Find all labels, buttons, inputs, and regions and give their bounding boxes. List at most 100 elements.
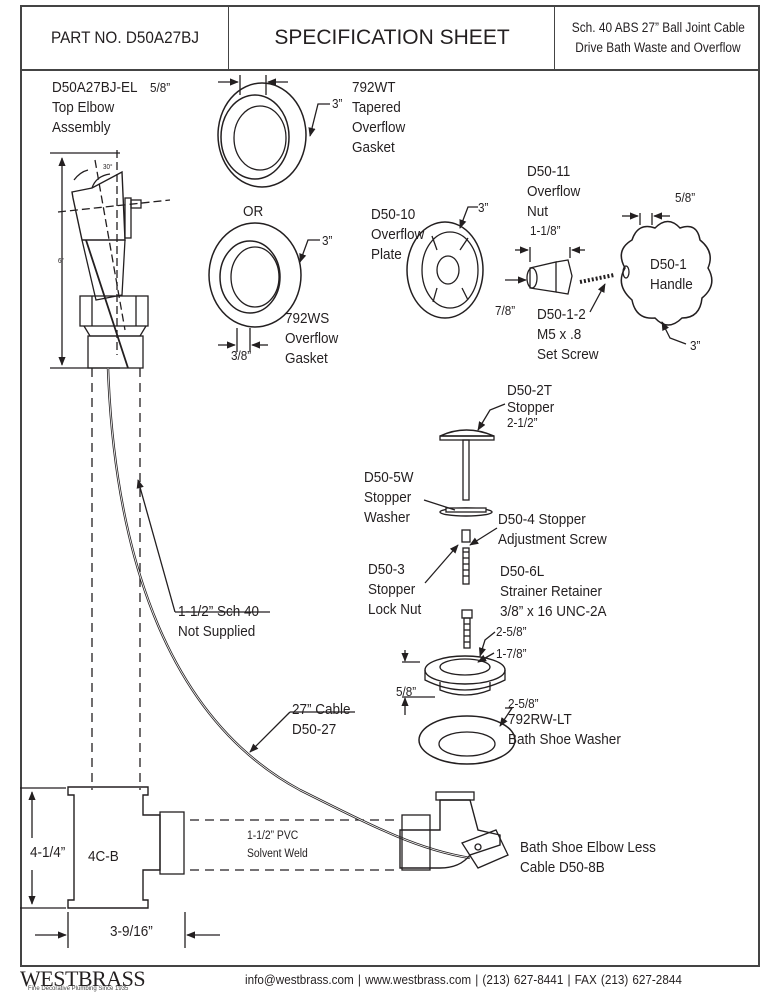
stopper-label: D50-2T Stopper [507, 382, 554, 416]
product-description: Sch. 40 ABS 27” Ball Joint Cable Drive B… [554, 7, 761, 69]
gasket-wt-line3: Gasket [352, 139, 395, 156]
gasket-wt-dia: 3” [332, 96, 343, 111]
nut-line1: Overflow [527, 183, 581, 200]
pipe-label: 1-1/2” Sch 40 Not Supplied [178, 602, 259, 642]
stopper-part: D50-2T [507, 382, 553, 399]
plate-line1: Overflow [371, 226, 425, 243]
shoe-elbow-line1: Bath Shoe Elbow Less [520, 839, 656, 856]
brand-logo: WESTBRASS [20, 966, 146, 991]
strainer-outer-dia: 2-5/8” [496, 624, 527, 639]
nut-part: D50-11 [527, 163, 571, 180]
shoe-washer-line1: Bath Shoe Washer [508, 731, 621, 748]
bath-shoe-elbow [399, 791, 509, 871]
strainer-line1: Strainer Retainer [500, 583, 603, 600]
gasket-wt-line1: Tapered [352, 99, 401, 116]
strainer-line2: 3/8” x 16 UNC-2A [500, 603, 607, 620]
shoe-washer-part: 792RW-LT [508, 711, 572, 728]
stopper [423, 403, 506, 585]
handle [620, 212, 713, 345]
gasket-wt-part: 792WT [352, 79, 396, 96]
description-line-2: Drive Bath Waste and Overflow [575, 40, 741, 55]
header: PART NO. D50A27BJ SPECIFICATION SHEET Sc… [22, 7, 758, 71]
plate-part: D50-10 [371, 206, 416, 223]
stopper-washer-part: D50-5W [364, 469, 414, 486]
gasket-wt-line2: Overflow [352, 119, 406, 136]
lock-nut-line2: Lock Nut [368, 601, 422, 618]
brand-tagline: Fine Decorative Plumbing Since 1935 [28, 986, 129, 992]
tee-part: 4C-B [88, 848, 119, 865]
pipe-size: 1-1/2” Sch 40 [178, 603, 260, 620]
nut-label: D50-11 Overflow Nut [527, 162, 580, 222]
cable-part: D50-27 [292, 721, 337, 738]
part-number: PART NO. D50A27BJ [51, 28, 199, 47]
adjustment-screw-label: D50-4 Stopper Adjustment Screw [498, 510, 607, 550]
cable-label: 27” Cable D50-27 [292, 700, 351, 740]
gasket-ws-label: 792WS Overflow Gasket [285, 309, 338, 369]
nut-length: 1-1/8” [530, 223, 561, 238]
handle-line1: Handle [650, 276, 693, 293]
page-title: SPECIFICATION SHEET [228, 7, 555, 69]
gasket-wt-label: 792WT Tapered Overflow Gasket [352, 78, 405, 158]
gasket-wt-width: 5/8” [150, 80, 171, 95]
shoe-elbow-line2: Cable D50-8B [520, 859, 605, 876]
shoe-washer-label: 792RW-LT Bath Shoe Washer [508, 710, 621, 750]
lock-nut-label: D50-3 Stopper Lock Nut [368, 560, 421, 620]
set-screw-line2: Set Screw [537, 346, 599, 363]
stopper-washer-line1: Stopper [364, 489, 412, 506]
overflow-plate [406, 206, 484, 319]
strainer-part: D50-6L [500, 563, 545, 580]
pvc-size: 1-1/2” PVC [247, 830, 299, 842]
or-label: OR [243, 203, 264, 220]
nut-dia: 7/8” [495, 303, 516, 318]
handle-dia: 3” [690, 338, 701, 353]
contact-info: info@westbrass.com | www.westbrass.com |… [245, 972, 682, 987]
set-screw-label: D50-1-2 M5 x .8 Set Screw [537, 305, 599, 365]
gasket-ws-width: 3/8” [231, 348, 252, 363]
stopper-line1: Stopper [507, 399, 555, 416]
strainer-retainer [401, 609, 506, 715]
elbow-label: D50A27BJ-EL Top Elbow Assembly [52, 78, 138, 138]
plate-dia: 3” [478, 200, 489, 215]
cable-length: 27” Cable [292, 701, 351, 718]
handle-label: D50-1 Handle [650, 255, 693, 295]
pvc-label: 1-1/2” PVC Solvent Weld [247, 827, 308, 863]
strainer-height: 5/8” [396, 684, 417, 699]
gasket-ws-dia: 3” [322, 233, 333, 248]
overflow-nut [505, 246, 615, 313]
pvc-note: Solvent Weld [247, 848, 308, 860]
strainer-inner-dia: 1-7/8” [496, 646, 527, 661]
tee-fitting [20, 786, 220, 948]
set-screw-line1: M5 x .8 [537, 326, 582, 343]
handle-part: D50-1 [650, 256, 687, 273]
elbow-name-2: Assembly [52, 119, 111, 136]
gasket-792wt [217, 75, 330, 188]
stopper-washer-label: D50-5W Stopper Washer [364, 468, 414, 528]
handle-width: 5/8” [675, 190, 696, 205]
shoe-elbow-label: Bath Shoe Elbow Less Cable D50-8B [520, 838, 656, 878]
tee-height: 4-1/4” [30, 844, 66, 861]
stopper-dia: 2-1/2” [507, 415, 538, 430]
shoe-washer-dia: 2-5/8” [508, 696, 539, 711]
pipe-note: Not Supplied [178, 623, 256, 640]
adjustment-screw-line1: Adjustment Screw [498, 531, 607, 548]
plate-label: D50-10 Overflow Plate [371, 205, 424, 265]
strainer-label: D50-6L Strainer Retainer 3/8” x 16 UNC-2… [500, 562, 607, 622]
elbow-part-number: D50A27BJ-EL [52, 79, 138, 96]
tee-width: 3-9/16” [110, 923, 153, 940]
nut-line2: Nut [527, 203, 549, 220]
gasket-ws-line1: Overflow [285, 330, 339, 347]
bath-shoe-washer [418, 707, 516, 765]
description-line-1: Sch. 40 ABS 27” Ball Joint Cable [571, 20, 745, 35]
gasket-792ws [208, 222, 320, 352]
plate-line2: Plate [371, 246, 402, 263]
specification-sheet: PART NO. D50A27BJ SPECIFICATION SHEET Sc… [20, 5, 760, 967]
elbow-name-1: Top Elbow [52, 99, 115, 116]
stopper-washer-line2: Washer [364, 509, 411, 526]
top-elbow-assembly [50, 150, 171, 369]
elbow-angle: 30° [103, 164, 113, 171]
set-screw-part: D50-1-2 [537, 306, 586, 323]
gasket-ws-part: 792WS [285, 310, 330, 327]
gasket-ws-line2: Gasket [285, 350, 328, 367]
lock-nut-line1: Stopper [368, 581, 416, 598]
